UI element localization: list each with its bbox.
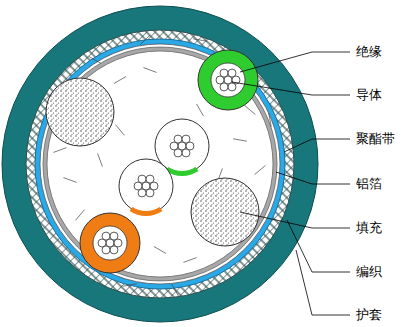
jacket [2, 6, 318, 322]
filler [46, 78, 114, 146]
braid [26, 30, 294, 298]
green-stripe [167, 169, 197, 174]
conductor-bed [93, 226, 127, 260]
part-label: 绝缘 [356, 44, 382, 60]
foil-gap [40, 44, 280, 284]
filler-fibres [53, 35, 271, 296]
part-label: 导体 [356, 87, 382, 103]
orange-stripe [131, 209, 161, 214]
aluminium-foil [43, 47, 277, 281]
conductor-bed [211, 63, 245, 97]
part-label: 编织 [356, 264, 382, 280]
part-label: 聚酯带 [356, 131, 395, 147]
orange-insulation [80, 213, 140, 273]
core-area [47, 51, 273, 277]
part-label: 护套 [356, 307, 382, 323]
filler [191, 178, 259, 246]
part-label: 铝箔 [356, 176, 382, 192]
green-insulation [198, 50, 258, 110]
leader-lines [232, 52, 350, 315]
part-label: 填充 [356, 220, 382, 236]
polyester-tape [35, 39, 285, 289]
conductor-strands [98, 69, 240, 254]
white-insulation [119, 159, 173, 213]
